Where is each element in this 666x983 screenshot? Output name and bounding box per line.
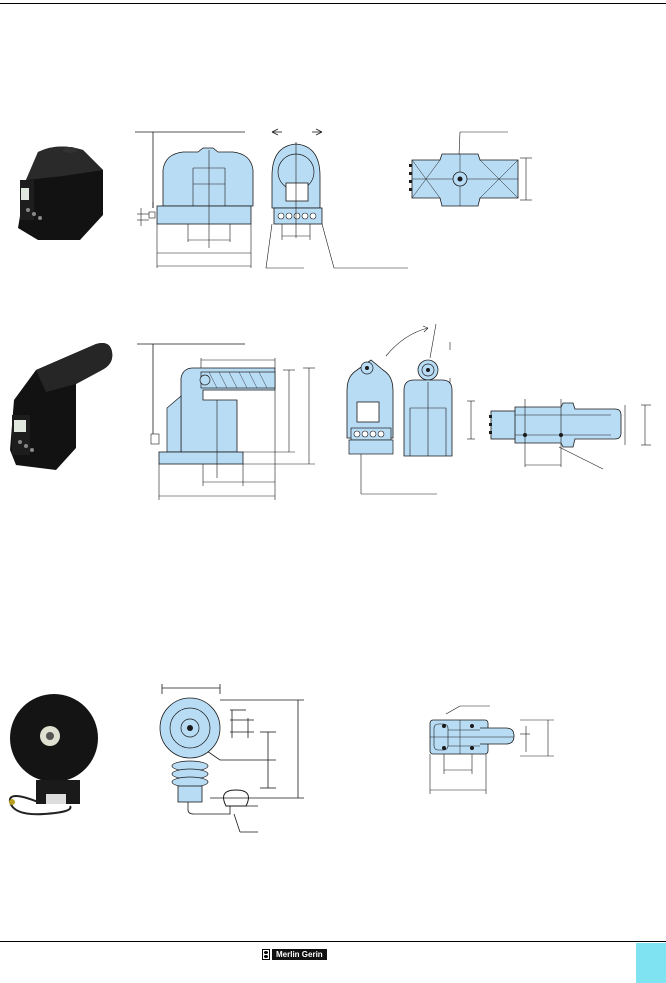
transformer-photo-toroidal — [4, 690, 104, 820]
brand-logo: Merlin Gerin — [262, 949, 338, 960]
top-view — [400, 128, 535, 218]
logo-text: Merlin Gerin — [272, 949, 327, 960]
front-view — [133, 128, 258, 278]
transformer-photo-black-block — [8, 140, 108, 245]
transformer-photo-with-bushing — [6, 340, 126, 475]
top-rule — [0, 3, 666, 4]
logo-mark-icon — [262, 949, 270, 960]
page-tab — [636, 943, 666, 983]
side-view — [262, 128, 422, 278]
top-view — [465, 395, 660, 475]
front-view — [133, 338, 323, 503]
side-view — [335, 330, 465, 500]
top-view — [420, 690, 560, 800]
front-view — [150, 678, 315, 838]
bottom-rule — [0, 941, 666, 942]
rear-view — [380, 322, 470, 462]
